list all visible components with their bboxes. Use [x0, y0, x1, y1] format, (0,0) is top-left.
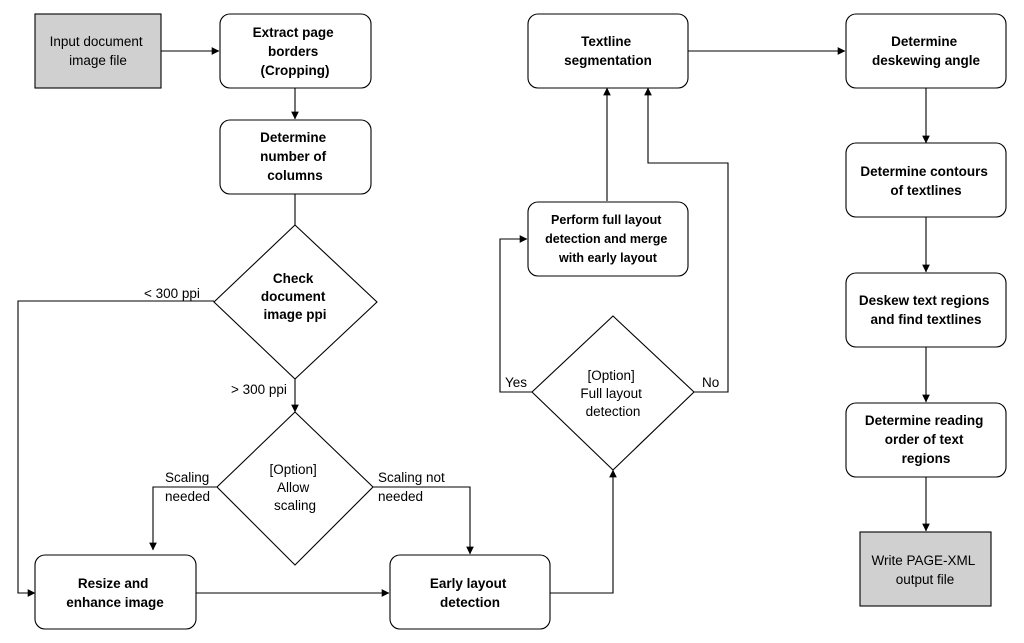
svg-text:Determine deskewing an: Determine deskewing angle [872, 34, 981, 68]
node-deskew-line-2: deskewing angle [872, 53, 981, 68]
node-full-layout: Perform full layout detection and merge … [527, 201, 689, 277]
svg-text:Scaling needed: Scaling needed [165, 470, 213, 504]
node-deskewregions-line-1: Deskew text regions [859, 293, 990, 308]
edge-labels: < 300 ppi > 300 ppi Scaling needed Scali… [144, 286, 719, 504]
node-check-ppi-decision: Check document image ppi [213, 224, 378, 380]
svg-text:[Option] Full layout: [Option] Full layout detection [580, 368, 645, 419]
node-allow-line-1: [Option] [269, 462, 316, 477]
node-resize-line-2: enhance image [66, 595, 164, 610]
node-extract-page-borders: Extract page borders (Cropping) [219, 13, 372, 89]
svg-text:Extract page borders: Extract page borders (Cropping) [253, 25, 338, 78]
edges [17, 47, 930, 597]
node-check-line-2: document [261, 289, 326, 304]
svg-text:Determine contours of: Determine contours of textlines [860, 164, 991, 198]
svg-text:Write PAGE-XML output: Write PAGE-XML output file [871, 553, 978, 587]
node-write-line-1: Write PAGE-XML [871, 553, 975, 568]
svg-text:Perform full layout de: Perform full layout detection and merge … [545, 213, 671, 265]
node-full-line-2: detection and merge [545, 232, 667, 246]
node-textline-segmentation: Textline segmentation [527, 13, 689, 89]
node-write-page-xml: Write PAGE-XML output file [859, 531, 992, 607]
svg-text:Determine number of: Determine number of columns [260, 130, 330, 183]
node-contours-line-1: Determine contours [860, 164, 988, 179]
node-resize-line-1: Resize and [78, 576, 149, 591]
node-check-line-3: image ppi [263, 307, 326, 322]
node-deskew-line-1: Determine [891, 34, 958, 49]
label-scaling-needed-1: Scaling [165, 470, 209, 485]
node-extract-line-3: (Cropping) [261, 63, 330, 78]
svg-text:Input document image f: Input document image file [50, 34, 147, 68]
node-fulloption-line-3: detection [586, 404, 641, 419]
node-early-line-1: Early layout [430, 576, 507, 591]
svg-text:Scaling not needed: Scaling not needed [378, 470, 449, 504]
node-extract-line-2: borders [268, 44, 318, 59]
node-textline-line-2: segmentation [564, 53, 652, 68]
nodes: Input document image file Extract page b… [34, 13, 1007, 630]
svg-text:Determine reading orde: Determine reading order of text regions [865, 413, 987, 466]
node-determine-columns: Determine number of columns [219, 119, 372, 195]
edge-fulloption-yes-to-full [499, 235, 532, 393]
node-input-document: Input document image file [34, 13, 162, 89]
svg-text:Resize and enhance ima: Resize and enhance image [66, 576, 164, 610]
node-columns-line-2: number of [260, 149, 327, 164]
node-deskewing-angle: Determine deskewing angle [845, 13, 1007, 89]
svg-text:Textline segmentation: Textline segmentation [564, 34, 652, 68]
svg-text:[Option] Allow: [Option] Allow scaling [269, 462, 320, 513]
node-fulloption-line-1: [Option] [587, 368, 634, 383]
edge-allow-notneeded-to-early [373, 486, 474, 555]
svg-text:Check document: Check document image ppi [261, 271, 329, 322]
edge-fulloption-no-to-textline [644, 87, 729, 393]
node-reading-order: Determine reading order of text regions [845, 402, 1007, 478]
node-fulloption-line-2: Full layout [580, 386, 642, 401]
node-contours-line-2: of textlines [890, 183, 961, 198]
label-lt300-ppi: < 300 ppi [144, 286, 200, 301]
node-allow-scaling-decision: [Option] Allow scaling [216, 411, 374, 566]
label-scaling-needed-2: needed [165, 489, 210, 504]
node-full-layout-option-decision: [Option] Full layout detection [531, 315, 695, 471]
node-early-layout: Early layout detection [389, 554, 551, 630]
node-textline-line-1: Textline [581, 34, 632, 49]
label-no: No [702, 375, 719, 390]
label-gt300-ppi: > 300 ppi [231, 382, 287, 397]
edge-allow-needed-to-resize [149, 486, 217, 551]
node-allow-line-3: scaling [274, 498, 316, 513]
label-yes: Yes [505, 375, 527, 390]
label-scaling-not-needed-2: needed [378, 489, 423, 504]
node-columns-line-3: columns [267, 168, 323, 183]
node-columns-line-1: Determine [260, 130, 327, 145]
node-reading-line-2: order of text [885, 432, 964, 447]
node-write-line-2: output file [896, 572, 955, 587]
node-extract-line-1: Extract page [253, 25, 335, 40]
edge-check-lt300-to-resize [17, 300, 214, 597]
node-reading-line-1: Determine reading [865, 413, 984, 428]
node-resize-enhance: Resize and enhance image [34, 554, 197, 630]
node-allow-line-2: Allow [277, 480, 310, 495]
node-input-line-2: image file [69, 53, 127, 68]
node-deskew-regions: Deskew text regions and find textlines [845, 272, 1007, 348]
node-reading-line-3: regions [902, 451, 951, 466]
node-full-line-3: with early layout [558, 251, 658, 265]
edge-early-to-fulloption [550, 469, 617, 594]
svg-text:Deskew text regions an: Deskew text regions and find textlines [859, 293, 993, 327]
node-check-line-1: Check [273, 271, 314, 286]
node-contours-textlines: Determine contours of textlines [845, 142, 1007, 218]
node-early-line-2: detection [440, 595, 500, 610]
node-input-line-1: Input document [50, 34, 143, 49]
label-scaling-not-needed-1: Scaling not [378, 470, 445, 485]
svg-text:Early layout detection: Early layout detection [430, 576, 510, 610]
node-deskewregions-line-2: and find textlines [870, 312, 981, 327]
node-full-line-1: Perform full layout [551, 213, 662, 227]
